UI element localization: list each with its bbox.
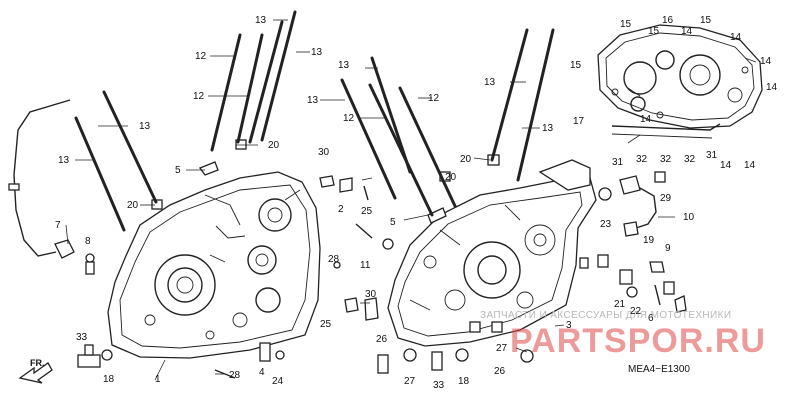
left-crankcase-drawing — [107, 139, 321, 359]
callout: 12 — [195, 51, 207, 62]
callout: 1 — [155, 374, 161, 385]
left-stud-bolts — [74, 10, 297, 232]
callout: 13 — [311, 47, 323, 58]
callout: 19 — [643, 235, 655, 246]
callout: 12 — [428, 93, 440, 104]
callout: 32 — [636, 154, 648, 165]
left-bottom-small-parts — [77, 175, 394, 379]
callout: 12 — [193, 91, 205, 102]
front-direction-arrow: FR. — [18, 358, 53, 384]
callout: 24 — [272, 376, 284, 387]
callout: 13 — [58, 155, 70, 166]
callout: 3 — [566, 320, 572, 331]
callout: 7 — [55, 220, 61, 231]
callout: 14 — [730, 32, 742, 43]
callout: 20 — [445, 172, 457, 183]
callout: 11 — [360, 260, 371, 271]
callout: 31 — [612, 157, 624, 168]
callout: 14 — [744, 160, 756, 171]
callout: 15 — [620, 19, 632, 30]
callout: 15 — [570, 60, 582, 71]
callout: 20 — [127, 200, 139, 211]
callout: 14 — [766, 82, 778, 93]
callout: 2 — [338, 204, 344, 215]
callout-leaders — [65, 19, 757, 381]
callout: 14 — [681, 26, 693, 37]
callout: 14 — [640, 114, 652, 125]
callout: 25 — [361, 206, 373, 217]
callout: 10 — [683, 212, 695, 223]
callout: 23 — [600, 219, 612, 230]
callout: 33 — [433, 380, 445, 391]
watermark: ЗАПЧАСТИ И АКСЕССУАРЫ ДЛЯ МОТОТЕХНИКИ PA… — [480, 310, 766, 360]
callout: 31 — [706, 150, 718, 161]
diagram-code: MEA4−E1300 — [628, 364, 690, 375]
callout: 22 — [630, 306, 642, 317]
callout: 30 — [365, 289, 377, 300]
center-stud-bolts — [340, 28, 555, 217]
callout: 30 — [318, 147, 330, 158]
callout: 13 — [542, 123, 554, 134]
callout: 12 — [343, 113, 355, 124]
callout: 18 — [458, 376, 470, 387]
callout: 5 — [390, 217, 396, 228]
callout: 32 — [660, 154, 672, 165]
callout: 13 — [139, 121, 151, 132]
callout: 20 — [268, 140, 280, 151]
callout: 17 — [573, 116, 585, 127]
callout: 14 — [720, 160, 732, 171]
callout: 5 — [175, 165, 181, 176]
callout: 33 — [76, 332, 88, 343]
callout: 28 — [328, 254, 340, 265]
callout: 9 — [665, 243, 671, 254]
watermark-site: PARTSPOR.RU — [510, 322, 766, 360]
callout: 14 — [760, 56, 772, 67]
callout-numbers: 13 12 13 12 13 20 5 20 13 7 8 33 18 1 28… — [55, 15, 778, 391]
speed-sensor-cable — [8, 99, 95, 275]
callout: 15 — [648, 26, 660, 37]
callout: 8 — [85, 236, 91, 247]
callout: 15 — [700, 15, 712, 26]
callout: 13 — [484, 77, 496, 88]
callout: 13 — [307, 95, 319, 106]
callout: 27 — [404, 376, 416, 387]
watermark-caption: ЗАПЧАСТИ И АКСЕССУАРЫ ДЛЯ МОТОТЕХНИКИ — [480, 310, 731, 321]
callout: 6 — [648, 313, 654, 324]
crankcase-cover-drawing — [597, 24, 763, 139]
front-label: FR. — [30, 358, 45, 368]
callout: 4 — [259, 367, 265, 378]
callout: 13 — [255, 15, 267, 26]
callout: 29 — [660, 193, 672, 204]
callout: 28 — [229, 370, 241, 381]
callout: 32 — [684, 154, 696, 165]
callout: 26 — [376, 334, 388, 345]
callout: 26 — [494, 366, 506, 377]
callout: 25 — [320, 319, 332, 330]
callout: 21 — [614, 299, 626, 310]
callout: 16 — [662, 15, 674, 26]
right-crankcase-drawing — [387, 154, 597, 347]
callout: 18 — [103, 374, 115, 385]
callout: 27 — [496, 343, 508, 354]
right-small-parts — [377, 171, 687, 374]
callout: 13 — [338, 60, 350, 71]
callout: 20 — [460, 154, 472, 165]
